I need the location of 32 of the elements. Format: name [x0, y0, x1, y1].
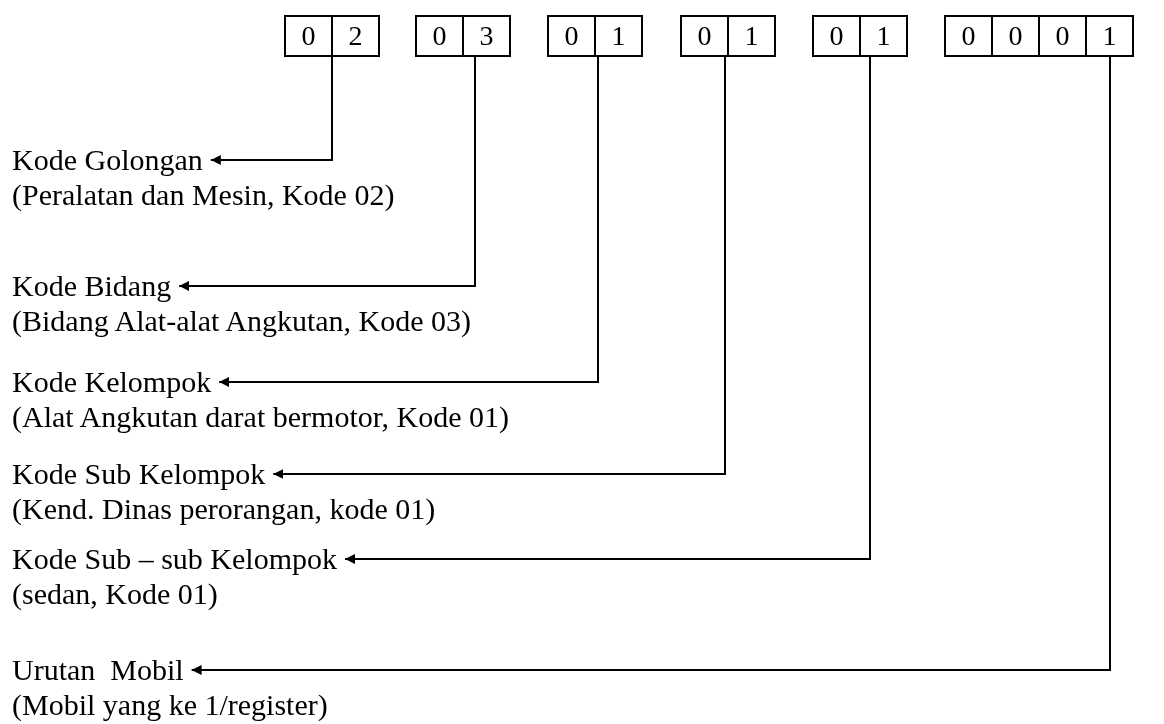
code-label: Urutan Mobil: [12, 652, 184, 687]
code-description: (Kend. Dinas perorangan, kode 01): [12, 491, 436, 526]
arrow: [190, 56, 1111, 675]
code-description: (sedan, Kode 01): [12, 576, 219, 611]
digit-cell: 0: [284, 15, 333, 57]
arrow: [209, 56, 333, 165]
digit-cell: 1: [859, 15, 908, 57]
code-description: (Mobil yang ke 1/register): [12, 687, 328, 722]
code-label: Kode Sub – sub Kelompok: [12, 541, 337, 576]
digit-cell: 0: [680, 15, 729, 57]
digit-cell: 2: [331, 15, 380, 57]
digit-cell: 1: [727, 15, 776, 57]
arrow: [218, 56, 599, 387]
digit-cell: 0: [991, 15, 1040, 57]
digit-cell: 3: [462, 15, 511, 57]
code-description: (Peralatan dan Mesin, Kode 02): [12, 177, 395, 212]
digit-cell: 0: [1038, 15, 1087, 57]
code-label: Kode Kelompok: [12, 364, 212, 399]
digit-cell: 1: [594, 15, 643, 57]
digit-cell: 0: [547, 15, 596, 57]
arrow: [178, 56, 476, 291]
digit-cell: 0: [415, 15, 464, 57]
code-label: Kode Sub Kelompok: [12, 456, 266, 491]
digit-cell: 0: [812, 15, 861, 57]
digit-cell: 0: [944, 15, 993, 57]
arrow: [344, 56, 871, 564]
code-label: Kode Golongan: [12, 142, 203, 177]
code-description: (Bidang Alat-alat Angkutan, Kode 03): [12, 303, 472, 338]
digit-cell: 1: [1085, 15, 1134, 57]
arrow: [272, 56, 726, 479]
code-description: (Alat Angkutan darat bermotor, Kode 01): [12, 399, 509, 434]
code-label: Kode Bidang: [12, 268, 172, 303]
